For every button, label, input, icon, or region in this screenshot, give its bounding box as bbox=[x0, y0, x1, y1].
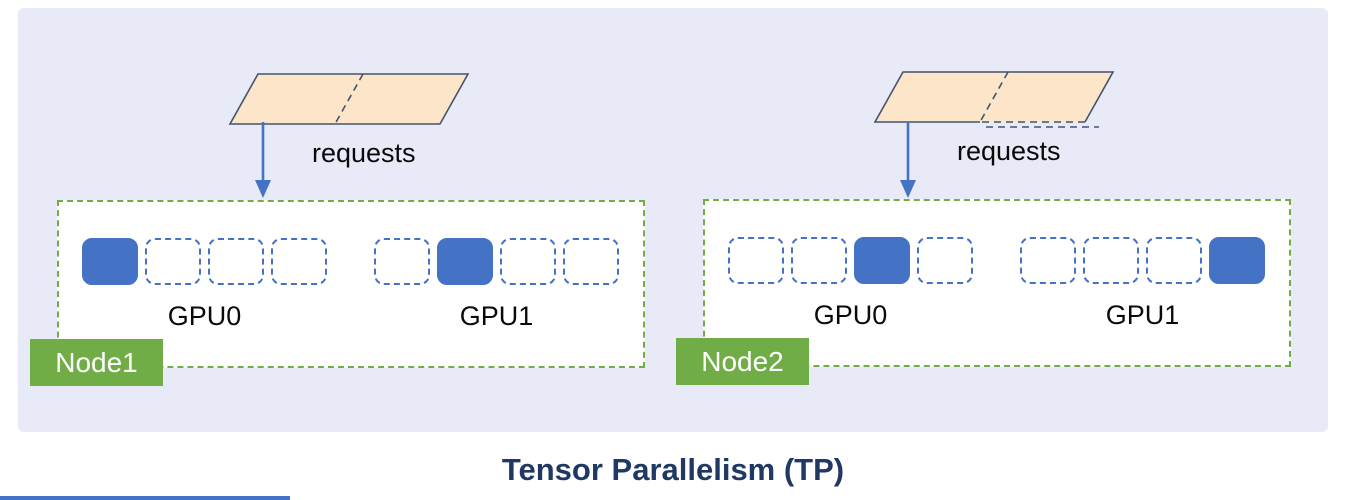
node2-gpu0-group: GPU0 bbox=[728, 237, 973, 331]
gpu-label: GPU1 bbox=[459, 301, 534, 331]
node1-gpu0-group: GPU0 bbox=[82, 238, 327, 332]
gpu-slot bbox=[728, 237, 784, 284]
gpu-slot bbox=[917, 237, 973, 284]
node1-gpu1-group: GPU1 bbox=[374, 238, 619, 332]
node2-gpu1-group: GPU1 bbox=[1020, 237, 1265, 331]
gpu-slot bbox=[854, 237, 910, 284]
gpu-label: GPU1 bbox=[1105, 300, 1180, 330]
requests-batch-shape bbox=[873, 71, 1115, 128]
diagram-title: Tensor Parallelism (TP) bbox=[501, 452, 845, 487]
gpu-slot bbox=[791, 237, 847, 284]
node1-gpu1-slots bbox=[374, 238, 619, 285]
gpu-slot bbox=[1020, 237, 1076, 284]
gpu-slot bbox=[271, 238, 327, 285]
gpu-slot bbox=[563, 238, 619, 285]
gpu-slot bbox=[145, 238, 201, 285]
node2-badge: Node2 bbox=[676, 338, 809, 385]
gpu-slot bbox=[82, 238, 138, 285]
gpu-slot bbox=[208, 238, 264, 285]
gpu-slot bbox=[1146, 237, 1202, 284]
node1-badge: Node1 bbox=[30, 339, 163, 386]
node2-content: GPU0 GPU1 bbox=[705, 201, 1289, 331]
node1-content: GPU0 GPU1 bbox=[59, 202, 643, 332]
gpu-slot bbox=[1209, 237, 1265, 284]
requests-label: requests bbox=[957, 136, 1061, 166]
node1-gpu0-slots bbox=[82, 238, 327, 285]
requests-label: requests bbox=[312, 138, 416, 168]
gpu-slot bbox=[437, 238, 493, 285]
node1-box: GPU0 GPU1 bbox=[57, 200, 645, 368]
node2-gpu1-slots bbox=[1020, 237, 1265, 284]
gpu-label: GPU0 bbox=[813, 300, 888, 330]
down-arrow-icon bbox=[255, 122, 271, 198]
bottom-accent-bar bbox=[0, 496, 290, 500]
node2-gpu0-slots bbox=[728, 237, 973, 284]
gpu-slot bbox=[1083, 237, 1139, 284]
gpu-slot bbox=[374, 238, 430, 285]
down-arrow-icon bbox=[900, 122, 916, 198]
gpu-label: GPU0 bbox=[167, 301, 242, 331]
gpu-slot bbox=[500, 238, 556, 285]
requests-batch-shape bbox=[228, 73, 470, 125]
